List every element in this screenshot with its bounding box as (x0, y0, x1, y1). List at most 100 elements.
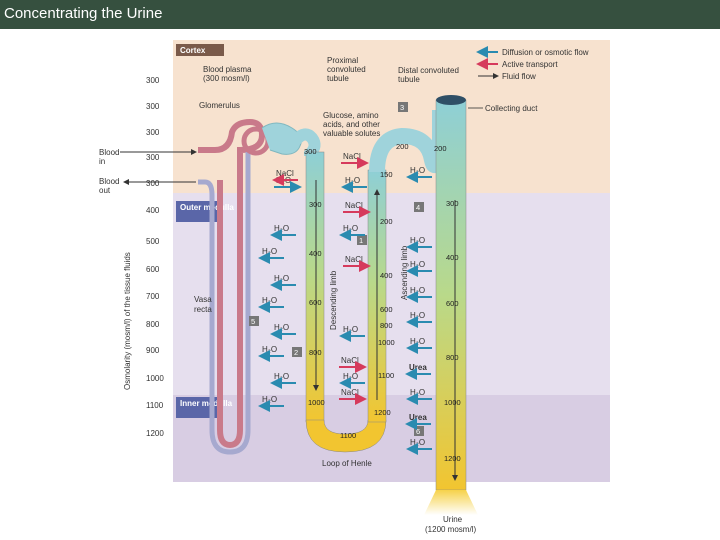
nacl-label: NaCl (345, 255, 363, 264)
legend-fluid: Fluid flow (502, 72, 536, 81)
slide-title: Concentrating the Urine (4, 5, 163, 22)
h2o-label: H₂O (410, 166, 425, 175)
urine-flow (424, 490, 478, 515)
slide-title-bar: Concentrating the Urine (0, 0, 720, 29)
asc-value-7: 1000 (378, 338, 395, 347)
cd-value-4: 800 (446, 353, 459, 362)
urea-label: Urea (409, 363, 427, 372)
h2o-label: H₂O (274, 372, 289, 381)
nacl-label: NaCl (341, 388, 359, 397)
asc-value-6: 800 (380, 321, 393, 330)
tubule-values: 300 300 400 600 800 1000 150 200 400 600… (304, 142, 461, 463)
solutes-label-2: acids, and other (323, 120, 380, 129)
asc-value-5: 600 (380, 305, 393, 314)
axis-tick-7: 600 (146, 265, 160, 274)
h2o-label: H₂O (410, 260, 425, 269)
axis-tick-5: 400 (146, 206, 160, 215)
blood-out-label-2: out (99, 186, 111, 195)
collecting-duct-label: Collecting duct (485, 104, 538, 113)
dct-label-1: Distal convoluted (398, 66, 459, 75)
h2o-label: H₂O (410, 286, 425, 295)
axis-tick-9: 800 (146, 320, 160, 329)
blood-plasma-label-2: (300 mosm/l) (203, 74, 250, 83)
asc-value-9: 1200 (374, 408, 391, 417)
asc-value-3: 200 (380, 217, 393, 226)
h2o-label: H₂O (262, 395, 277, 404)
blood-in-label-2: in (99, 157, 105, 166)
h2o-label: H₂O (410, 438, 425, 447)
cd-value-5: 1000 (444, 398, 461, 407)
h2o-label: H₂O (410, 388, 425, 397)
nacl-label: NaCl (345, 201, 363, 210)
ascending-limb-label: Ascending limb (400, 245, 409, 300)
h2o-label: H₂O (343, 372, 358, 381)
axis-tick-1: 300 (146, 102, 160, 111)
pct-label-1: Proximal (327, 56, 358, 65)
outer-medulla-label-box (176, 201, 218, 222)
desc-value-5: 800 (309, 348, 322, 357)
axis-label: Osmolarity (mosm/l) of the tissue fluids (123, 252, 132, 390)
pct-label-2: convoluted (327, 65, 366, 74)
collecting-duct (435, 99, 467, 491)
axis-ticks: 3003003003003004005006007008009001000110… (146, 76, 164, 438)
cd-value-1: 300 (446, 199, 459, 208)
axis-tick-12: 1100 (146, 401, 164, 410)
nacl-label: NaCl (341, 356, 359, 365)
nacl-label: NaCl (276, 169, 294, 178)
asc-value-2: 150 (380, 170, 393, 179)
legend-active: Active transport (502, 60, 558, 69)
vasa-recta-label: Vasa (194, 295, 212, 304)
dct-label-2: tubule (398, 75, 420, 84)
h2o-label: H₂O (274, 274, 289, 283)
cortex-label: Cortex (180, 46, 206, 55)
h2o-label: H₂O (410, 236, 425, 245)
axis-tick-13: 1200 (146, 429, 164, 438)
desc-value-4: 600 (309, 298, 322, 307)
cd-value-3: 600 (446, 299, 459, 308)
solutes-label-1: Glucose, amino (323, 111, 379, 120)
step-3: 3 (400, 103, 404, 112)
dct-value-2: 200 (434, 144, 447, 153)
axis-tick-0: 300 (146, 76, 160, 85)
urea-label: Urea (409, 413, 427, 422)
solutes-label-3: valuable solutes (323, 129, 380, 138)
step-4: 4 (416, 203, 420, 212)
step-6: 6 (416, 427, 420, 436)
asc-value-4: 400 (380, 271, 393, 280)
collecting-duct-opening (436, 95, 466, 105)
blood-in-label: Blood (99, 148, 119, 157)
inner-medulla-label-box (176, 397, 218, 418)
desc-value-6: 1000 (308, 398, 325, 407)
loop-bottom-value: 1100 (340, 431, 356, 440)
annotations: Blood plasma (300 mosm/l) Glomerulus Blo… (99, 56, 538, 534)
step-5: 5 (251, 317, 255, 326)
inner-medulla-label: Inner medulla (180, 399, 233, 408)
step-2: 2 (294, 348, 298, 357)
h2o-label: H₂O (345, 176, 360, 185)
h2o-label: H₂O (274, 224, 289, 233)
axis-tick-2: 300 (146, 128, 160, 137)
transport-labels: H₂ONaClH₂ONaClH₂OH₂ONaClH₂ONaClH₂OH₂OH₂O… (258, 152, 432, 455)
h2o-label: H₂O (410, 311, 425, 320)
proximal-tubule (291, 128, 321, 159)
nacl-label: NaCl (343, 152, 361, 161)
step-markers: 1 2 3 4 5 6 (249, 102, 424, 436)
asc-value-8: 1100 (378, 371, 394, 380)
h2o-label: H₂O (343, 325, 358, 334)
cortex-label-box (176, 44, 224, 56)
axis-tick-8: 700 (146, 292, 160, 301)
h2o-label: H₂O (274, 323, 289, 332)
descending-limb (305, 151, 325, 423)
desc-value-2: 300 (309, 200, 322, 209)
urine-label-1: Urine (443, 515, 463, 524)
loop-of-henle-label: Loop of Henle (322, 459, 372, 468)
glomerulus-label: Glomerulus (199, 101, 240, 110)
blood-plasma-label: Blood plasma (203, 65, 252, 74)
axis-tick-3: 300 (146, 153, 160, 162)
pct-label-3: tubule (327, 74, 349, 83)
descending-limb-label: Descending limb (329, 270, 338, 330)
outer-medulla-label: Outer medulla (180, 203, 234, 212)
h2o-label: H₂O (262, 296, 277, 305)
bowmans-capsule (261, 122, 302, 155)
